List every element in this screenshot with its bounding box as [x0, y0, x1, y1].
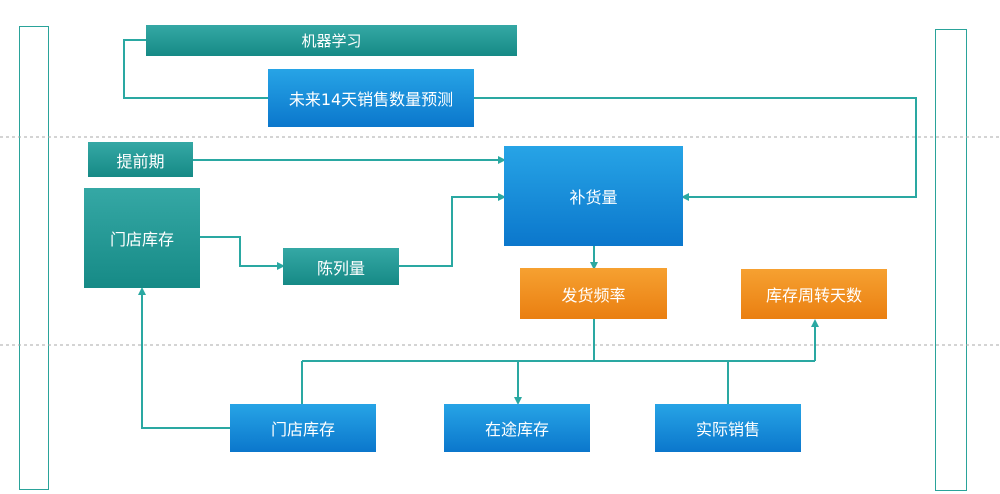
edge-forecast-to-replenishment [474, 97, 917, 201]
node-store-inventory-bottom: 门店库存 [230, 404, 376, 452]
edge-store-bottom-to-top [138, 287, 230, 429]
node-in-transit-inventory: 在途库存 [444, 404, 590, 452]
edge-store-to-display [200, 236, 285, 270]
node-lead-time: 提前期 [88, 142, 193, 177]
node-replenishment-qty: 补货量 [504, 146, 683, 246]
divider-lines [0, 136, 1000, 346]
node-display-quantity: 陈列量 [283, 248, 399, 285]
node-store-inventory-top: 门店库存 [84, 188, 200, 288]
edge-display-to-replenishment [399, 193, 506, 267]
node-inventory-turnover-days: 库存周转天数 [741, 269, 887, 319]
node-delivery-frequency: 发货频率 [520, 268, 667, 319]
right-frame [935, 29, 967, 491]
node-actual-sales: 实际销售 [655, 404, 801, 452]
node-forecast-14d: 未来14天销售数量预测 [268, 69, 474, 127]
edge-ml-to-forecast [123, 39, 268, 99]
left-frame [19, 26, 49, 490]
node-machine-learning: 机器学习 [146, 25, 517, 56]
